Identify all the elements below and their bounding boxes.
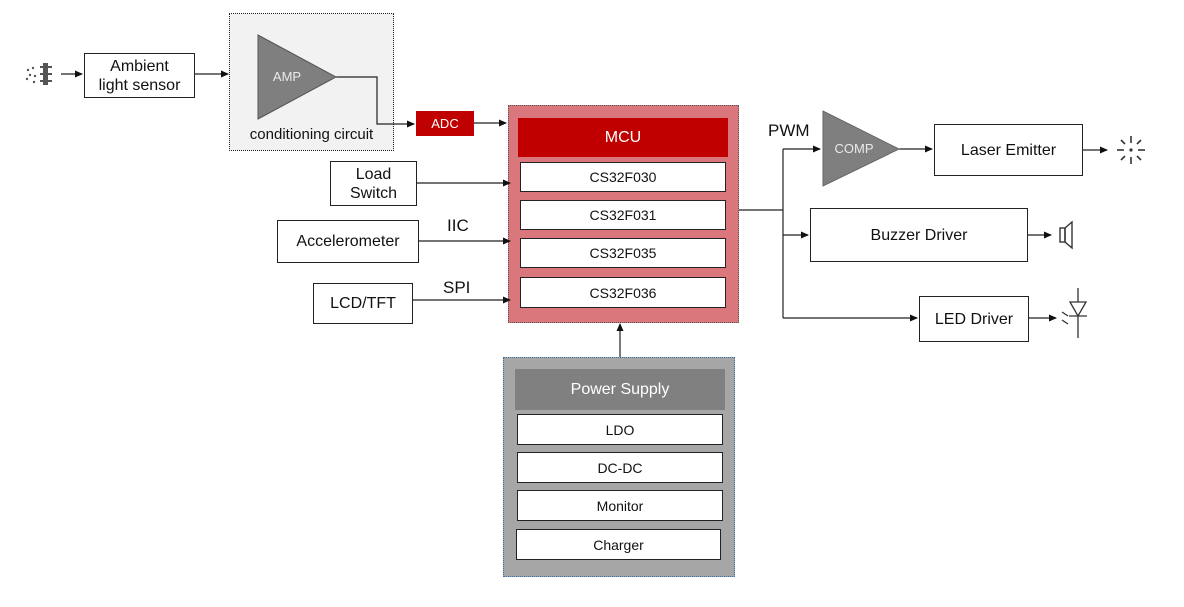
power-supply-title-bar: Power Supply [515, 369, 725, 410]
accelerometer-block: Accelerometer [277, 220, 419, 263]
ambient-light-sensor-block: Ambient light sensor [84, 53, 195, 98]
pwm-signal-label: PWM [768, 121, 810, 140]
power-item-dc-dc: DC-DC [517, 452, 723, 483]
mcu-chip-cs32f031: CS32F031 [520, 200, 726, 230]
led-diode-icon [1061, 288, 1088, 338]
mcu-chip-cs32f035: CS32F035 [520, 238, 726, 268]
led-driver-block: LED Driver [919, 296, 1029, 342]
load-switch-block: Load Switch [330, 161, 417, 206]
buzzer-driver-block: Buzzer Driver [810, 208, 1028, 262]
adc-block: ADC [416, 111, 474, 136]
comp-label: COMP [834, 141, 874, 156]
load-switch-label-line2: Switch [349, 184, 398, 202]
conditioning-circuit-caption: conditioning circuit [249, 126, 374, 143]
power-item-monitor: Monitor [517, 490, 723, 521]
adc-label: ADC [431, 116, 459, 131]
comp-triangle [822, 110, 901, 187]
mcu-title: MCU [604, 128, 642, 146]
iic-signal-label: IIC [447, 216, 469, 235]
mcu-chip-cs32f030: CS32F030 [520, 162, 726, 192]
power-item-ldo: LDO [517, 414, 723, 445]
buzzer-speaker-icon [1059, 220, 1073, 250]
laser-burst-icon [1117, 136, 1145, 164]
lcd-tft-block: LCD/TFT [313, 283, 413, 324]
spi-signal-label: SPI [443, 278, 471, 297]
power-item-charger: Charger [516, 529, 721, 560]
load-switch-label-line1: Load [355, 165, 392, 183]
mcu-chip-cs32f036: CS32F036 [520, 277, 726, 308]
amp-triangle [257, 34, 338, 120]
power-supply-title: Power Supply [570, 380, 670, 398]
amp-label: AMP [272, 69, 302, 84]
light-source-icon [25, 63, 52, 85]
laser-emitter-block: Laser Emitter [934, 124, 1083, 176]
ambient-light-sensor-label-line2: light sensor [98, 76, 181, 94]
mcu-title-bar: MCU [518, 118, 728, 157]
ambient-light-sensor-label-line1: Ambient [110, 57, 169, 75]
